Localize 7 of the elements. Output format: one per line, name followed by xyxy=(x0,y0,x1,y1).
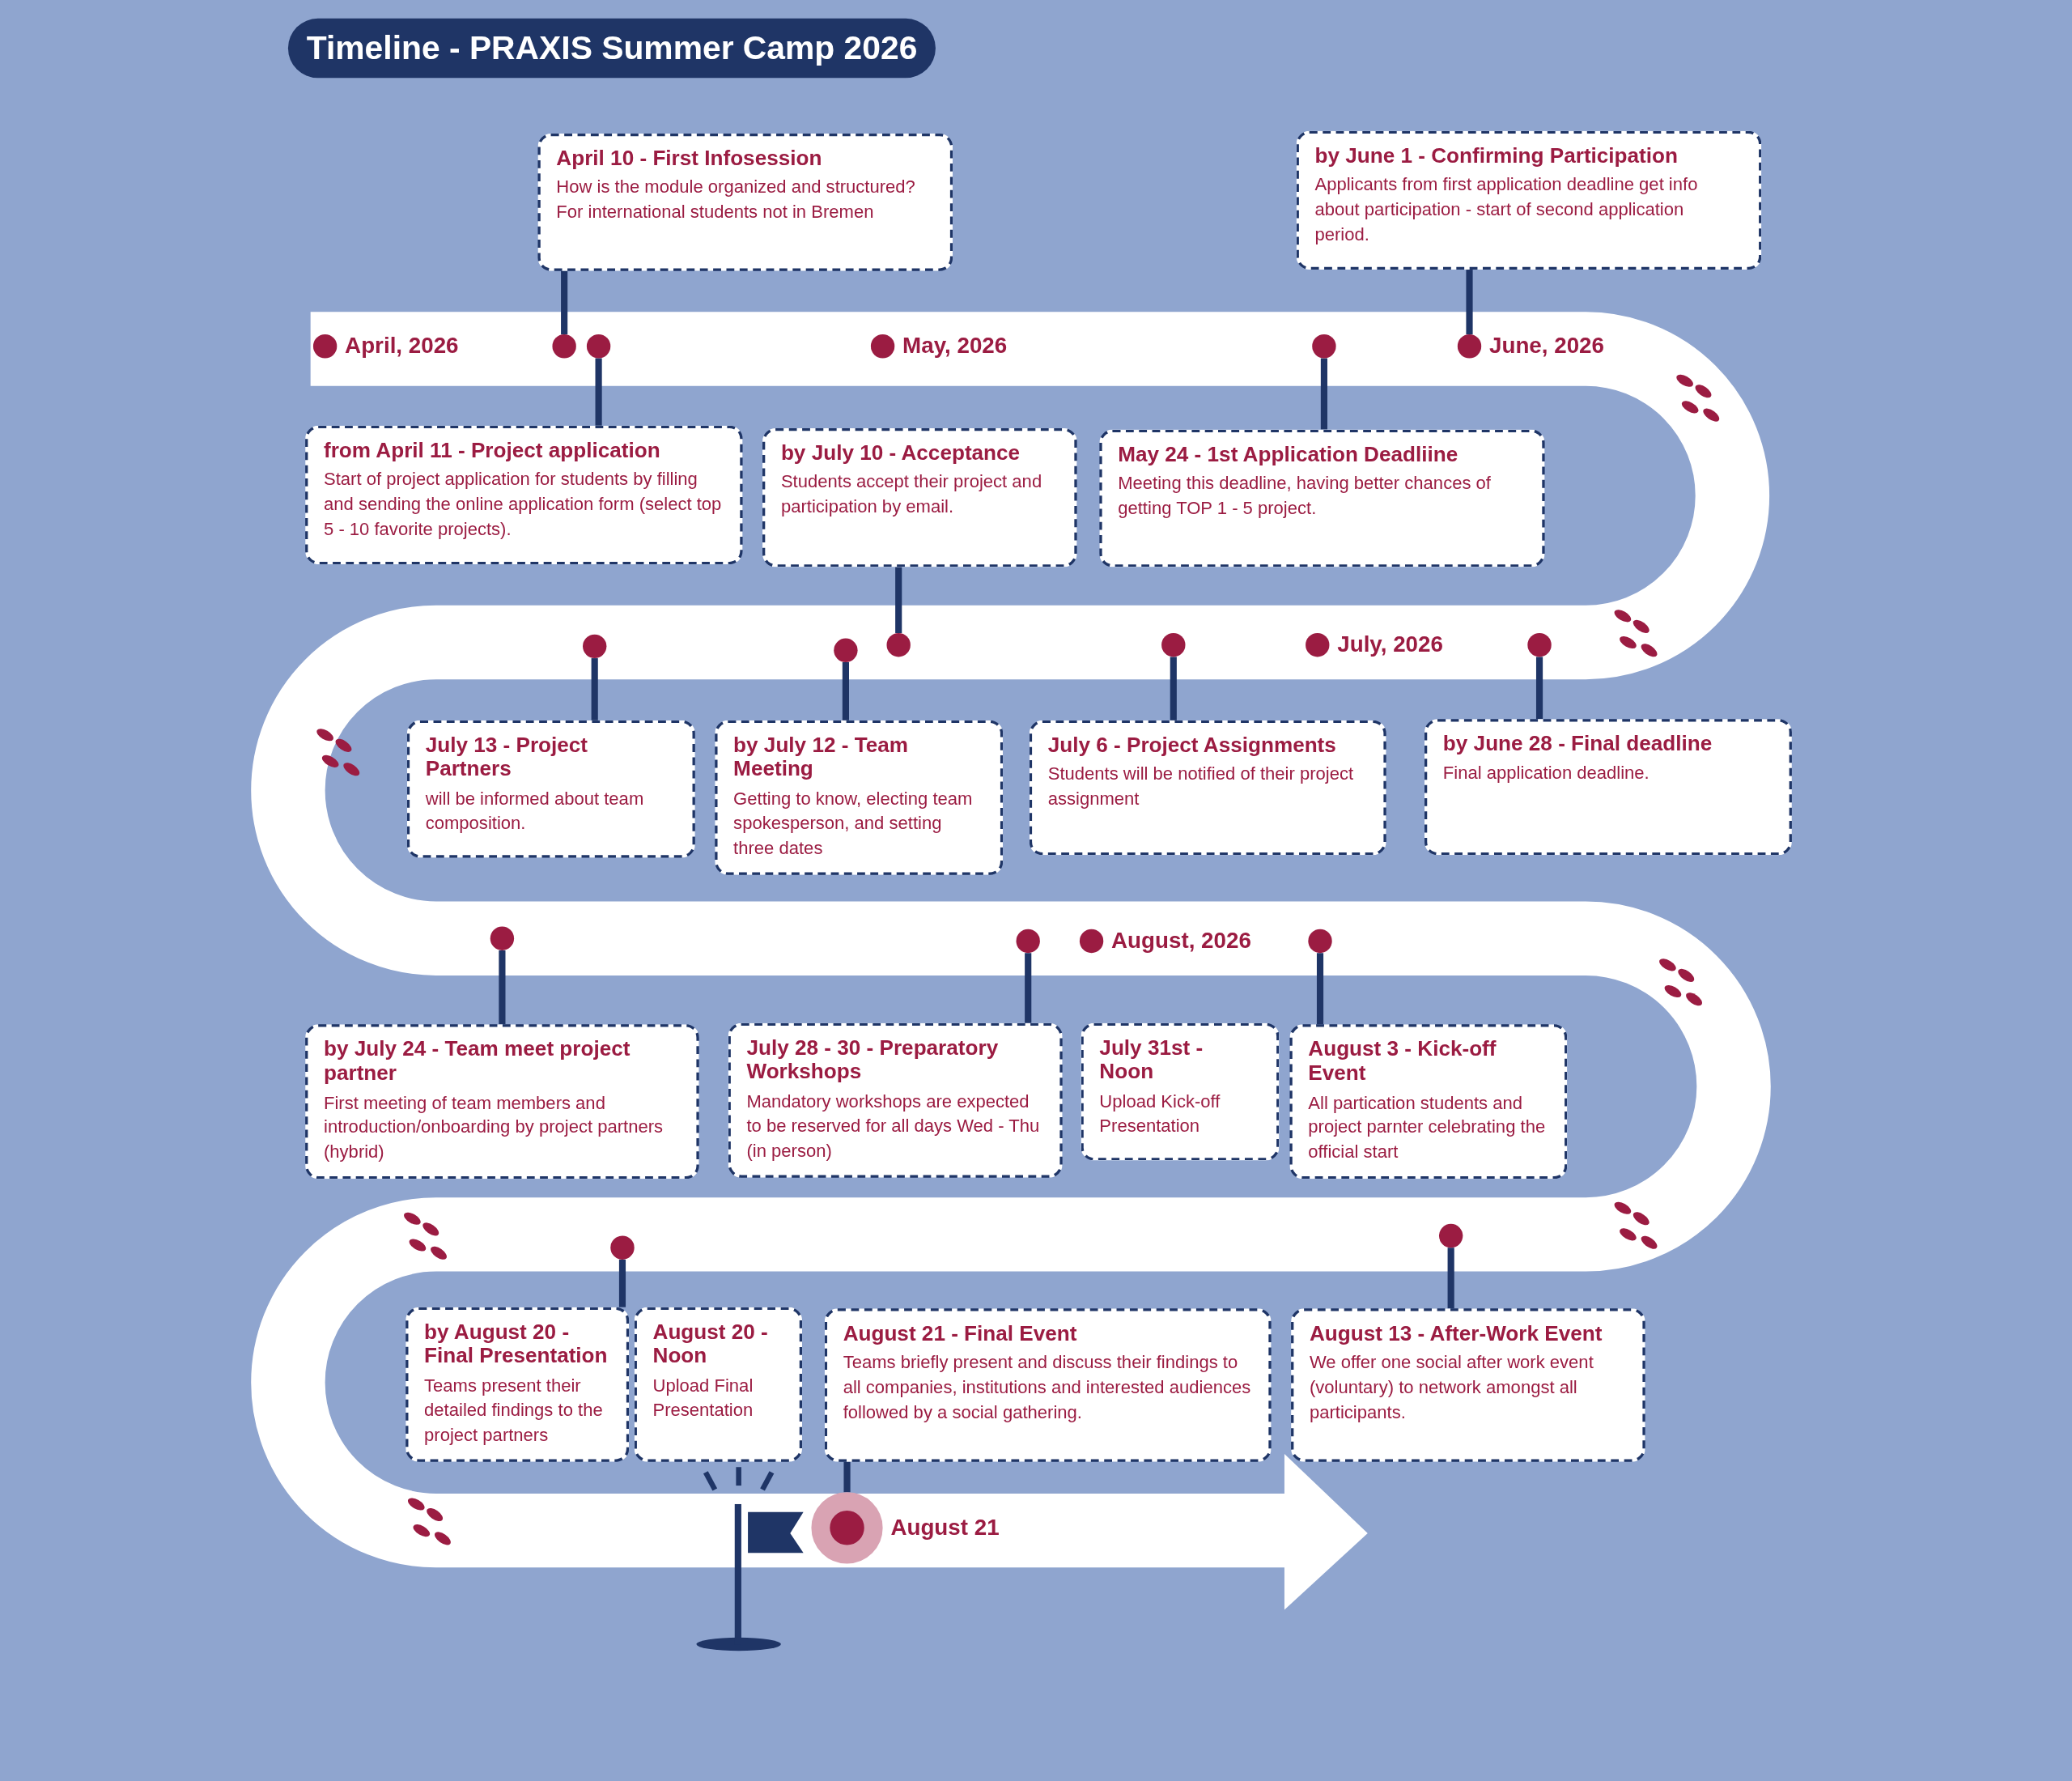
event-description: How is the module organized and structured? For international students not in Bremen xyxy=(556,176,916,224)
event-card xyxy=(1296,130,1762,270)
event-card xyxy=(537,133,953,271)
event-heading: by June 1 - Confirming Participation xyxy=(1314,143,1679,168)
title-banner: Timeline - PRAXIS Summer Camp 2026 xyxy=(287,18,936,79)
event-description: Applicants from first application deadline get info about participation - start of second application period. xyxy=(1314,174,1699,246)
event-heading: April 10 - First Infosession xyxy=(556,147,823,171)
